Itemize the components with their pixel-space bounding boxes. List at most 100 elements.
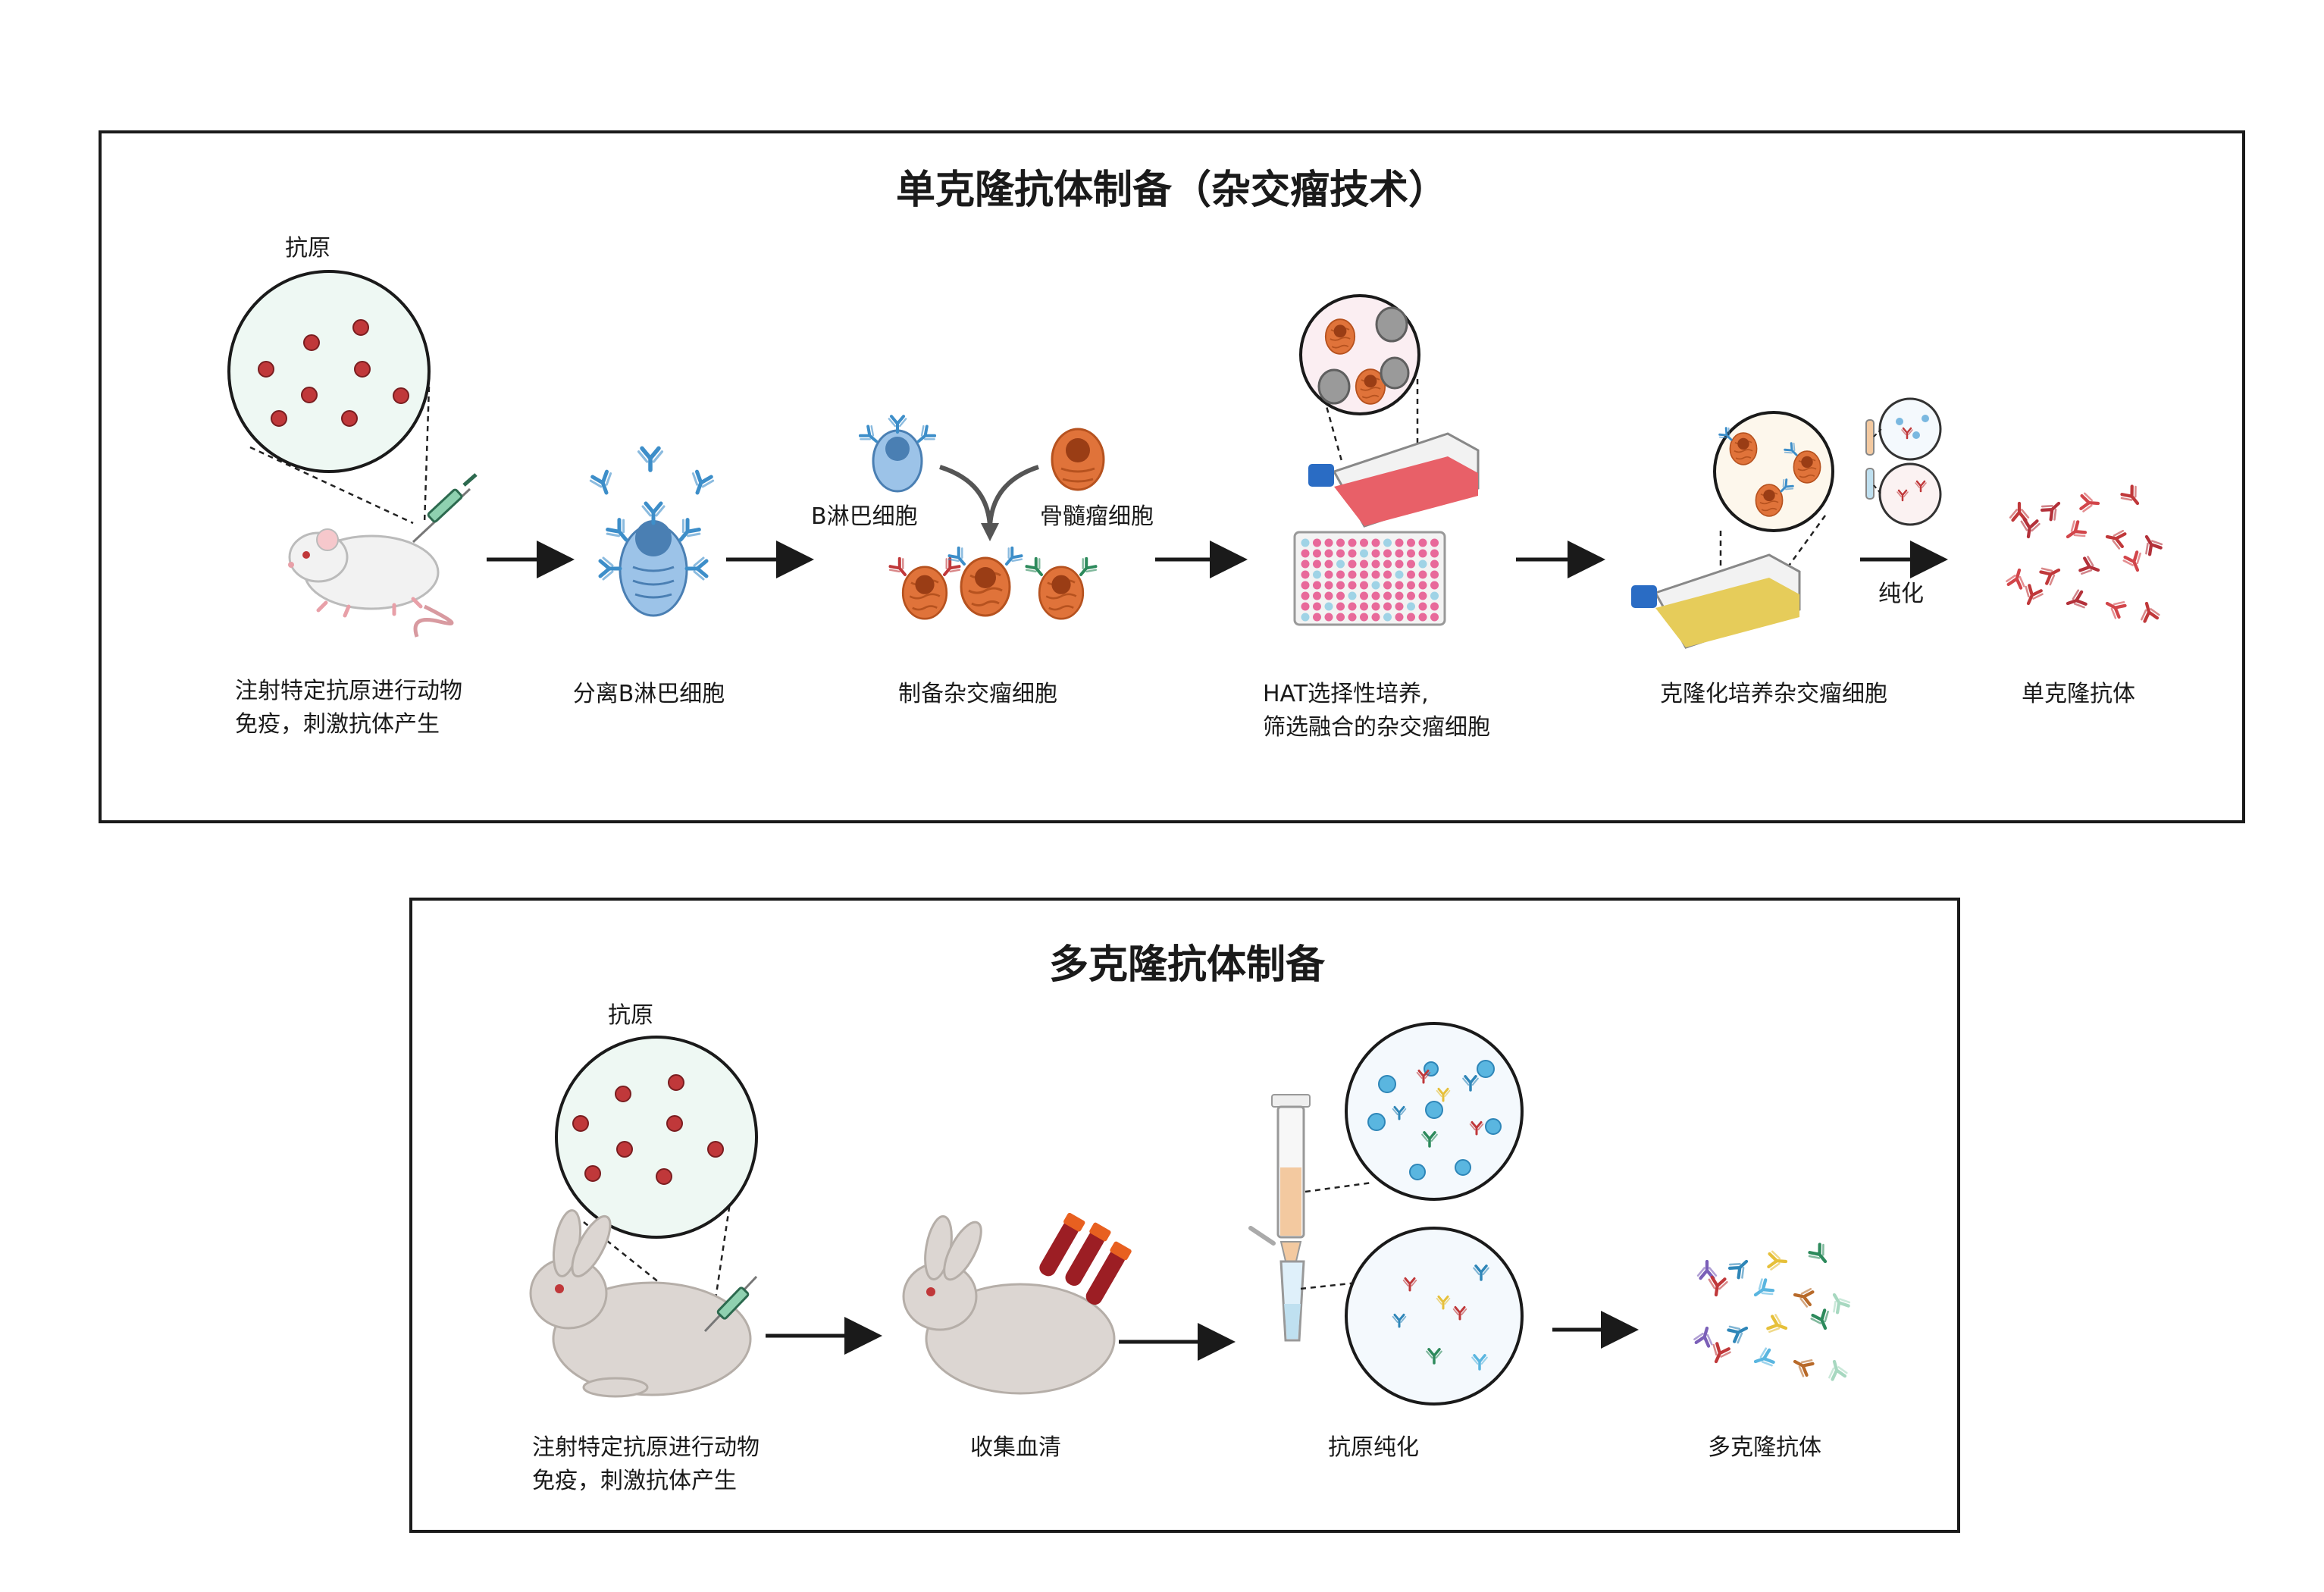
well xyxy=(1418,591,1427,600)
well xyxy=(1430,570,1439,579)
antibody-icon xyxy=(2019,519,2040,537)
rabbit-syringe-icon xyxy=(703,1275,758,1333)
antibody-icon xyxy=(1727,1320,1750,1343)
well xyxy=(1418,549,1427,558)
poly-antigen-dots xyxy=(572,1074,724,1185)
well xyxy=(1383,538,1392,547)
well xyxy=(1407,581,1415,590)
well xyxy=(1348,570,1357,579)
well xyxy=(1430,538,1439,547)
hat-bubble xyxy=(1299,294,1420,462)
well xyxy=(1360,570,1368,579)
well xyxy=(1418,570,1427,579)
antibody-icon xyxy=(2079,556,2101,578)
antibody-icon xyxy=(2040,562,2062,585)
mono-step3-label: 制备杂交瘤细胞 xyxy=(898,681,1057,707)
rabbit-serum-icon xyxy=(902,1215,1116,1395)
purification-tubes xyxy=(1865,397,1942,526)
antibody-icon xyxy=(1728,1255,1752,1279)
syringe-icon xyxy=(412,473,478,544)
antibody-icon xyxy=(2020,584,2044,607)
well xyxy=(1371,613,1380,622)
polyclonal-title: 多克隆抗体制备 xyxy=(1048,942,1326,988)
antibody-icon xyxy=(1826,1359,1848,1380)
mono-step4-line2: 筛选融合的杂交瘤细胞 xyxy=(1263,714,1490,741)
mono-step2-label: 分离B淋巴细胞 xyxy=(572,681,725,707)
b-cell-small-icon xyxy=(859,416,936,493)
well xyxy=(1324,602,1333,611)
well xyxy=(1407,602,1415,611)
antibody-icon xyxy=(1752,1348,1774,1371)
unpurified-bubble xyxy=(1305,1022,1524,1201)
poly-step1-line2: 免疫，刺激抗体产生 xyxy=(532,1468,737,1494)
well xyxy=(1313,549,1321,558)
well xyxy=(1383,613,1392,622)
well xyxy=(1313,591,1321,600)
well xyxy=(1324,570,1333,579)
well xyxy=(1313,570,1321,579)
well xyxy=(1371,559,1380,569)
well xyxy=(1301,581,1310,590)
well xyxy=(1395,538,1404,547)
antibody-icon xyxy=(2138,601,2160,622)
well xyxy=(1301,559,1310,569)
well xyxy=(1395,570,1404,579)
well xyxy=(1336,591,1345,600)
well xyxy=(1371,602,1380,611)
monoclonal-antibodies xyxy=(2006,484,2163,622)
well xyxy=(1301,613,1310,622)
well xyxy=(1430,581,1439,590)
well xyxy=(1348,581,1357,590)
well xyxy=(1324,591,1333,600)
well xyxy=(1336,559,1345,569)
mono-antigen-label: 抗原 xyxy=(285,235,330,262)
purified-bubble xyxy=(1300,1227,1524,1406)
well xyxy=(1360,559,1368,569)
antibody-icon xyxy=(1767,1314,1789,1337)
antibody-icon xyxy=(1827,1290,1851,1314)
well xyxy=(1407,591,1415,600)
well xyxy=(1360,602,1368,611)
well xyxy=(1430,559,1439,569)
monoclonal-title: 单克隆抗体制备（杂交瘤技术） xyxy=(895,168,1449,213)
well xyxy=(1383,581,1392,590)
culture-flask-yellow xyxy=(1631,553,1801,649)
purify-label: 纯化 xyxy=(1878,581,1924,607)
well xyxy=(1336,602,1345,611)
antibody-icon xyxy=(2081,494,2099,512)
well xyxy=(1313,538,1321,547)
well xyxy=(1336,613,1345,622)
well xyxy=(1360,581,1368,590)
well xyxy=(1313,613,1321,622)
well xyxy=(1430,613,1439,622)
well xyxy=(1301,591,1310,600)
mono-step5-label: 克隆化培养杂交瘤细胞 xyxy=(1660,681,1887,707)
well xyxy=(1383,602,1392,611)
flow-arrows xyxy=(487,541,1948,1361)
well xyxy=(1430,591,1439,600)
myeloma-cell-icon xyxy=(1051,428,1105,491)
poly-step1-line1: 注射特定抗原进行动物 xyxy=(532,1434,760,1461)
well-plate xyxy=(1293,531,1446,626)
antibody-icon xyxy=(1707,1277,1727,1296)
well xyxy=(1418,581,1427,590)
well xyxy=(1301,538,1310,547)
well xyxy=(1348,559,1357,569)
mono-step1-line1: 注射特定抗原进行动物 xyxy=(235,678,462,704)
antibody-icon xyxy=(2103,595,2126,619)
well xyxy=(1418,559,1427,569)
antibody-icon xyxy=(1693,1326,1715,1347)
well xyxy=(1430,602,1439,611)
antibody-icon xyxy=(1810,1309,1834,1332)
well xyxy=(1324,538,1333,547)
antibody-icon xyxy=(1790,1353,1814,1377)
polyclonal-antibodies xyxy=(1693,1243,1850,1380)
poly-step4-label: 多克隆抗体 xyxy=(1708,1434,1821,1461)
well xyxy=(1336,570,1345,579)
well xyxy=(1301,602,1310,611)
well xyxy=(1383,591,1392,600)
well xyxy=(1336,581,1345,590)
well xyxy=(1371,538,1380,547)
poly-antigen-label: 抗原 xyxy=(608,1002,653,1029)
well xyxy=(1430,549,1439,558)
